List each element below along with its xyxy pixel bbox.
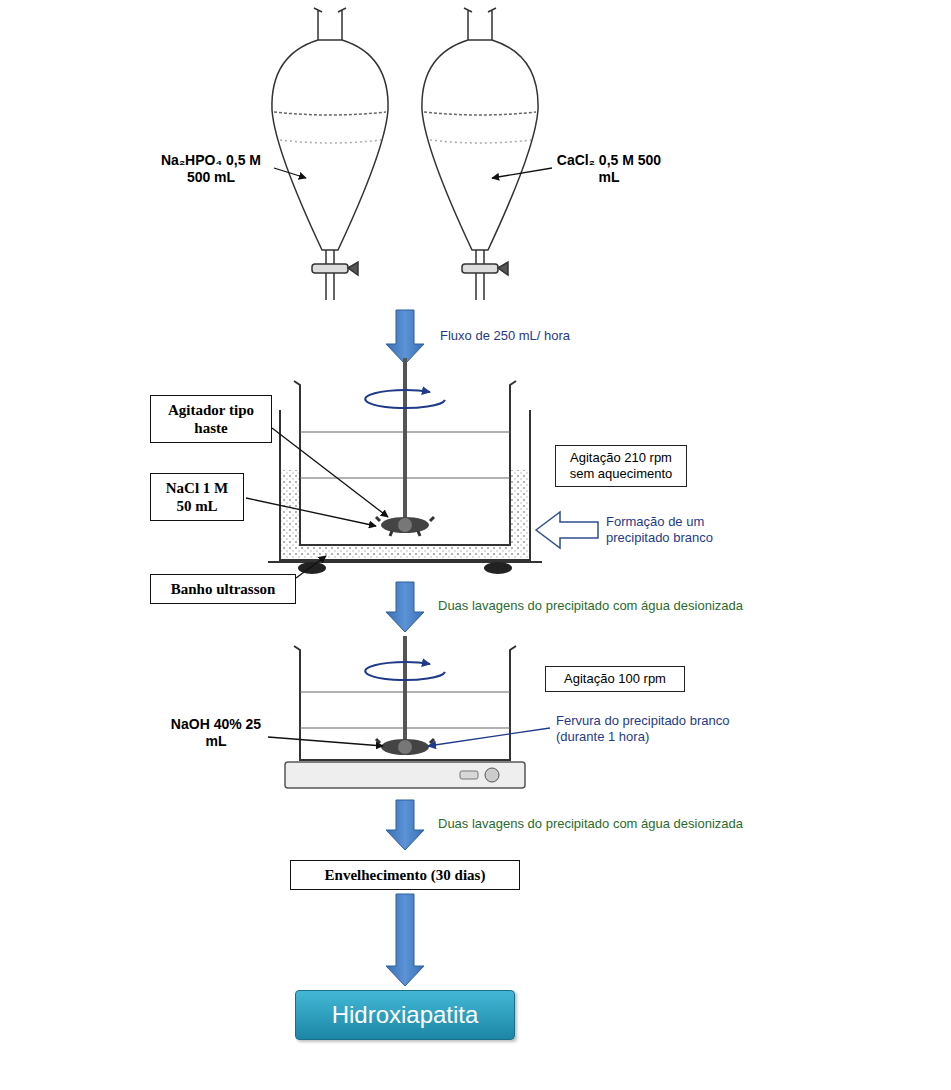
callout-box: Agitador tipo haste [150, 395, 272, 443]
box-text: NaCl 1 M 50 mL [159, 479, 235, 515]
condition-box: Agitação 210 rpm sem aquecimento [555, 445, 687, 487]
leader-arrow [272, 428, 388, 517]
result-box: Hidroxiapatita [295, 990, 515, 1040]
note-label: Fervura do precipitado branco (durante 1… [556, 713, 736, 745]
separatory-funnel [422, 8, 538, 300]
rod-stirrer [376, 636, 434, 755]
hollow-arrow [536, 512, 598, 548]
process-arrow [386, 800, 424, 850]
step-label: Duas lavagens do precipitado com água de… [438, 598, 858, 614]
flow-label: Fluxo de 250 mL/ hora [440, 328, 660, 344]
leader-arrow [428, 728, 550, 746]
leader-arrow [296, 556, 326, 578]
hot-plate [285, 762, 525, 788]
rod-stirrer [376, 358, 434, 536]
box-text: Agitação 210 rpm sem aquecimento [564, 450, 678, 482]
leader-arrow [268, 737, 383, 746]
callout-box: NaCl 1 M 50 mL [150, 473, 244, 521]
process-arrow [386, 582, 424, 632]
callout-box: Banho ultrasson [150, 574, 296, 604]
box-text: Agitador tipo haste [159, 401, 263, 437]
flow-arrow [386, 310, 424, 364]
note-label: Formação de um precipitado branco [606, 514, 756, 546]
leader-arrow [492, 168, 552, 178]
rotation-arrow [365, 662, 445, 680]
reagent-label: CaCl₂ 0,5 M 500 mL [554, 152, 664, 186]
box-text: Hidroxiapatita [332, 1001, 479, 1029]
process-arrow [386, 894, 424, 986]
reagent-label: Na₂HPO₄ 0,5 M 500 mL [150, 152, 272, 186]
reagent-label: NaOH 40% 25 mL [166, 716, 266, 750]
rotation-arrow [365, 390, 445, 408]
box-text: Agitação 100 rpm [554, 671, 676, 687]
condition-box: Agitação 100 rpm [545, 666, 685, 692]
leader-arrow [274, 168, 306, 178]
leader-arrow [246, 498, 376, 526]
box-text: Banho ultrasson [159, 580, 287, 598]
process-box: Envelhecimento (30 dias) [290, 860, 520, 890]
separatory-funnel [272, 8, 388, 300]
step-label: Duas lavagens do precipitado com água de… [438, 816, 858, 832]
box-text: Envelhecimento (30 dias) [299, 866, 511, 884]
